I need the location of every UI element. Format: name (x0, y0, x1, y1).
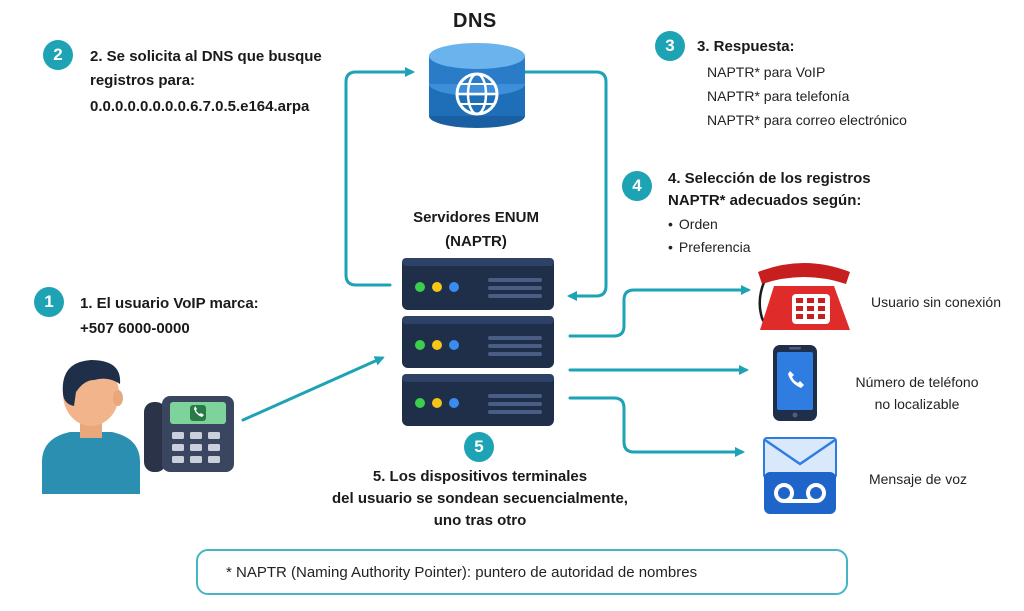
step-4-badge: 4 (622, 171, 652, 201)
step-1-number: +507 6000-0000 (80, 320, 190, 337)
step-4-criteria-list: Orden Preferencia (668, 213, 751, 259)
step-4-criterion: Orden (668, 213, 751, 236)
step-2-line-2: registros para: (90, 72, 196, 89)
dns-database-globe-icon (429, 43, 525, 128)
arrow-to-voicemail (568, 396, 745, 457)
arrow-phone-to-server (241, 356, 385, 422)
arrow-to-desk-phone (568, 285, 751, 338)
step-2-line-1: 2. Se solicita al DNS que busque (90, 48, 322, 65)
step-2-badge: 2 (43, 40, 73, 70)
step-5-badge: 5 (464, 432, 494, 462)
footnote-text: * NAPTR (Naming Authority Pointer): punt… (226, 563, 698, 581)
desk-ip-phone-icon (144, 396, 234, 472)
voicemail-envelope-icon (763, 437, 837, 514)
step-1-title: 1. El usuario VoIP marca: (80, 295, 259, 312)
step-4-line-2: NAPTR* adecuados según: (668, 192, 862, 209)
red-desk-phone-icon (758, 263, 850, 330)
server-label-line-1: Servidores ENUM (413, 209, 539, 226)
step-2-domain: 0.0.0.0.0.0.0.0.6.7.0.5.e164.arpa (90, 98, 310, 115)
mobile-phone-icon (773, 345, 817, 421)
step-1-badge: 1 (34, 287, 64, 317)
footnote-box: * NAPTR (Naming Authority Pointer): punt… (196, 549, 848, 595)
arrow-server-to-dns (344, 67, 415, 287)
device-2-label-line-2: no localizable (874, 396, 960, 412)
device-3-label: Mensaje de voz (868, 471, 968, 487)
step-3-item-2: NAPTR* para telefonía (707, 88, 850, 104)
server-label-line-2: (NAPTR) (445, 233, 507, 250)
step-3-item-1: NAPTR* para VoIP (707, 64, 826, 80)
step-3-badge: 3 (655, 31, 685, 61)
step-4-line-1: 4. Selección de los registros (668, 170, 871, 187)
step-5-line-1: 5. Los dispositivos terminales (372, 468, 588, 485)
arrow-dns-to-server (510, 70, 608, 301)
step-5-line-2: del usuario se sondean secuencialmente, (332, 490, 628, 507)
voip-user-icon (42, 360, 140, 494)
device-2-label-line-1: Número de teléfono (855, 374, 979, 390)
step-5-line-3: uno tras otro (433, 512, 527, 529)
step-4-criterion: Preferencia (668, 236, 751, 259)
dns-title: DNS (453, 10, 497, 32)
enum-server-rack-icon (402, 258, 554, 426)
device-1-label: Usuario sin conexión (871, 294, 1001, 310)
step-3-title: 3. Respuesta: (697, 38, 795, 55)
step-3-item-3: NAPTR* para correo electrónico (707, 112, 907, 128)
